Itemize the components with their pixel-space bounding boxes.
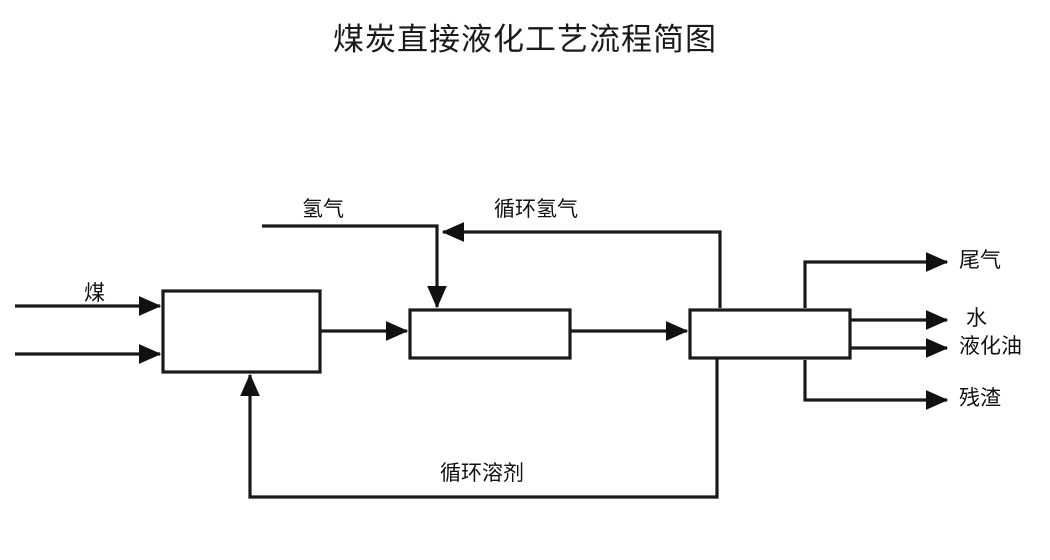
stream-recycle-solvent [240, 358, 719, 499]
label-tail-gas: 尾气 [959, 248, 1001, 272]
stream-tail-gas [803, 252, 949, 308]
label-liquefied-oil: 液化油 [959, 334, 1022, 358]
unit-box-1[interactable] [161, 289, 322, 374]
label-coal: 煤 [84, 281, 105, 305]
page-title: 煤炭直接液化工艺流程简图 [333, 22, 717, 58]
label-hydrogen: 氢气 [302, 197, 344, 221]
label-recycle-hydrogen: 循环氢气 [494, 197, 578, 221]
stream-hydrogen-feed [262, 224, 447, 309]
stream-residue-out [803, 360, 949, 410]
label-recycle-solvent: 循环溶剂 [440, 461, 524, 485]
label-water: 水 [966, 306, 987, 330]
stream-recycle-hydrogen [441, 222, 722, 308]
unit-box-3[interactable] [688, 308, 852, 360]
label-residue: 残渣 [959, 386, 1001, 410]
unit-box-2[interactable] [408, 308, 572, 360]
